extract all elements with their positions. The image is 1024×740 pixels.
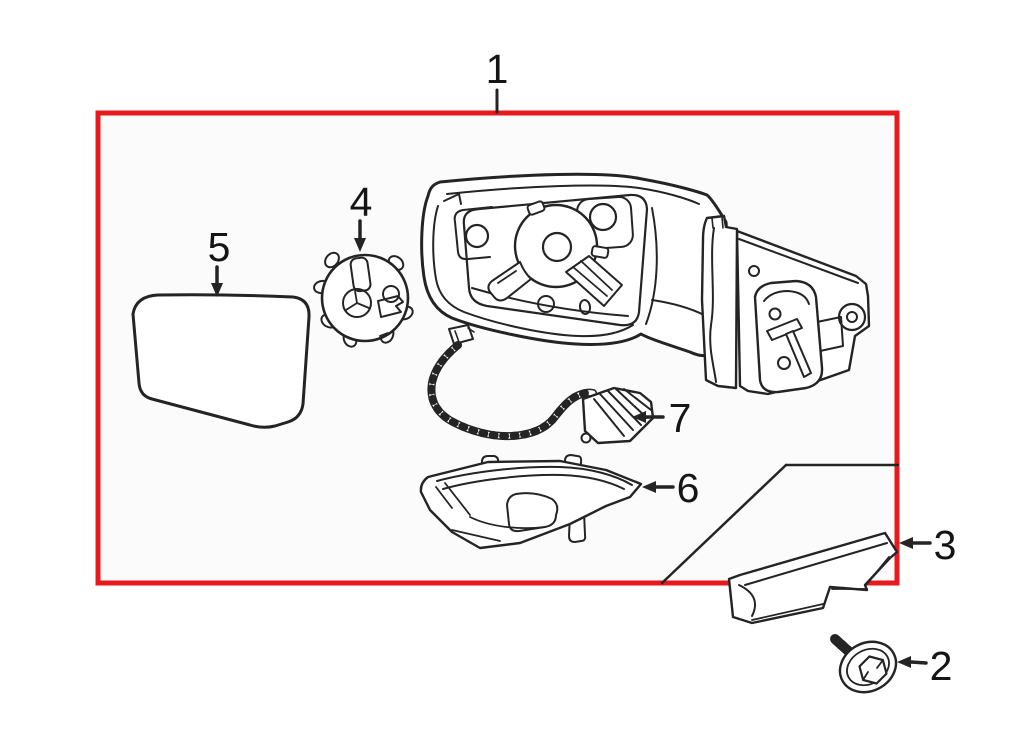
callout-3-arrowhead <box>899 537 913 549</box>
callout-2-number[interactable]: 2 <box>930 643 953 689</box>
callout-5-arrowhead <box>211 283 223 297</box>
callout-6-number[interactable]: 6 <box>677 465 700 511</box>
callout-6-arrowhead <box>642 481 656 493</box>
callout-2-arrowhead <box>897 656 911 668</box>
callout-2-leader-line <box>909 660 928 665</box>
part-wiring-harness <box>427 324 655 445</box>
callout-1-number[interactable]: 1 <box>486 46 509 92</box>
callout-6[interactable]: 6 <box>642 465 699 511</box>
callout-5-number[interactable]: 5 <box>208 224 231 270</box>
part-screw <box>830 634 898 694</box>
callout-4[interactable]: 4 <box>350 179 373 252</box>
part-mounting-base <box>700 214 871 396</box>
part-lower-bracket <box>419 454 643 550</box>
door-corner-lines <box>660 463 900 585</box>
callout-5[interactable]: 5 <box>208 224 231 297</box>
callout-3[interactable]: 3 <box>899 522 956 568</box>
callout-1[interactable]: 1 <box>486 46 509 114</box>
callout-4-number[interactable]: 4 <box>350 179 373 225</box>
callout-3-number[interactable]: 3 <box>934 522 957 568</box>
part-sail-trim <box>727 531 899 625</box>
callout-7-number[interactable]: 7 <box>669 395 692 441</box>
callout-2[interactable]: 2 <box>897 643 952 689</box>
part-mirror-glass <box>131 293 311 429</box>
part-mirror-housing <box>420 172 737 358</box>
callout-7[interactable]: 7 <box>632 395 691 441</box>
callout-4-arrowhead <box>354 238 366 252</box>
part-mirror-motor <box>313 251 414 348</box>
callout-7-arrowhead <box>632 411 646 423</box>
